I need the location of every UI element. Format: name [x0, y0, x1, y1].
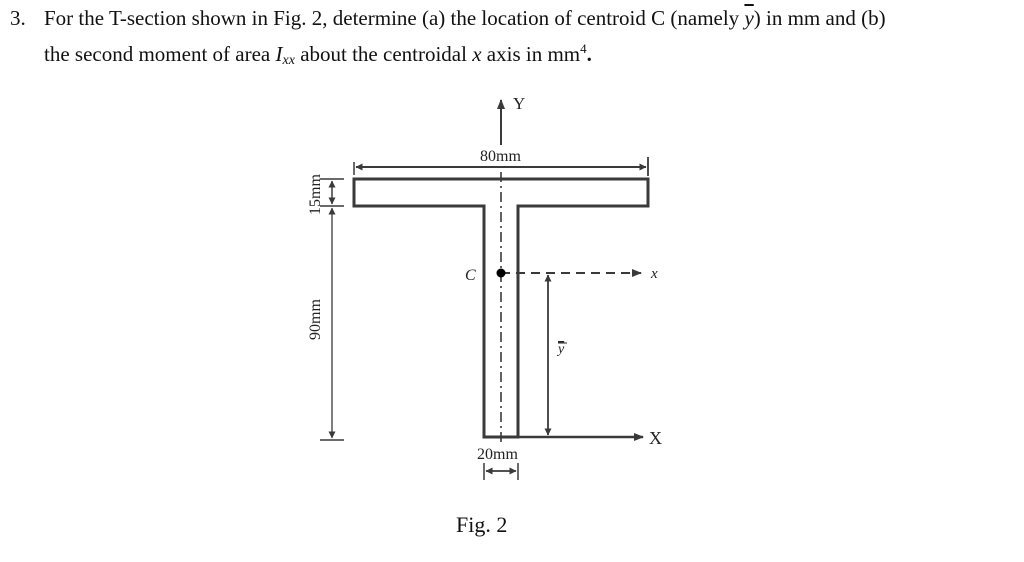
x-symbol: x — [472, 42, 482, 66]
centroidal-x-label: x — [650, 266, 658, 282]
centroid-dot — [496, 268, 506, 278]
dim-15mm-label: 15mm — [307, 174, 324, 215]
ixx-symbol: Ixx — [275, 42, 295, 68]
question-text-part: For the T-section shown in Fig. 2, deter… — [44, 6, 745, 30]
ixx-subscript: xx — [282, 53, 295, 68]
question-text-part: the second moment of area — [44, 42, 276, 66]
figure-caption: Fig. 2 — [456, 512, 508, 537]
x-axis-label: X — [649, 428, 662, 448]
units-exponent: 4 — [580, 41, 587, 56]
ybar-label: y — [556, 342, 565, 357]
question-text-part: about the centroidal — [294, 42, 473, 66]
dim-90mm-label: 90mm — [307, 299, 324, 340]
question-line-2: the second moment of area Ixx about the … — [44, 37, 592, 73]
centroid-label: C — [465, 267, 476, 284]
question-number: 3. — [10, 6, 26, 30]
ybar-symbol: y — [744, 6, 754, 30]
y-axis-label: Y — [513, 94, 525, 113]
question-text-part: axis in mm — [481, 42, 581, 66]
ixx-letter: I — [275, 42, 283, 66]
dim-20mm-label: 20mm — [477, 446, 518, 463]
question-line-1: 3. For the T-section shown in Fig. 2, det… — [10, 6, 886, 30]
question-text-part: ) in mm and (b) — [753, 6, 886, 30]
dim-80mm-label: 80mm — [480, 148, 521, 165]
question-text-part: . — [586, 42, 592, 66]
